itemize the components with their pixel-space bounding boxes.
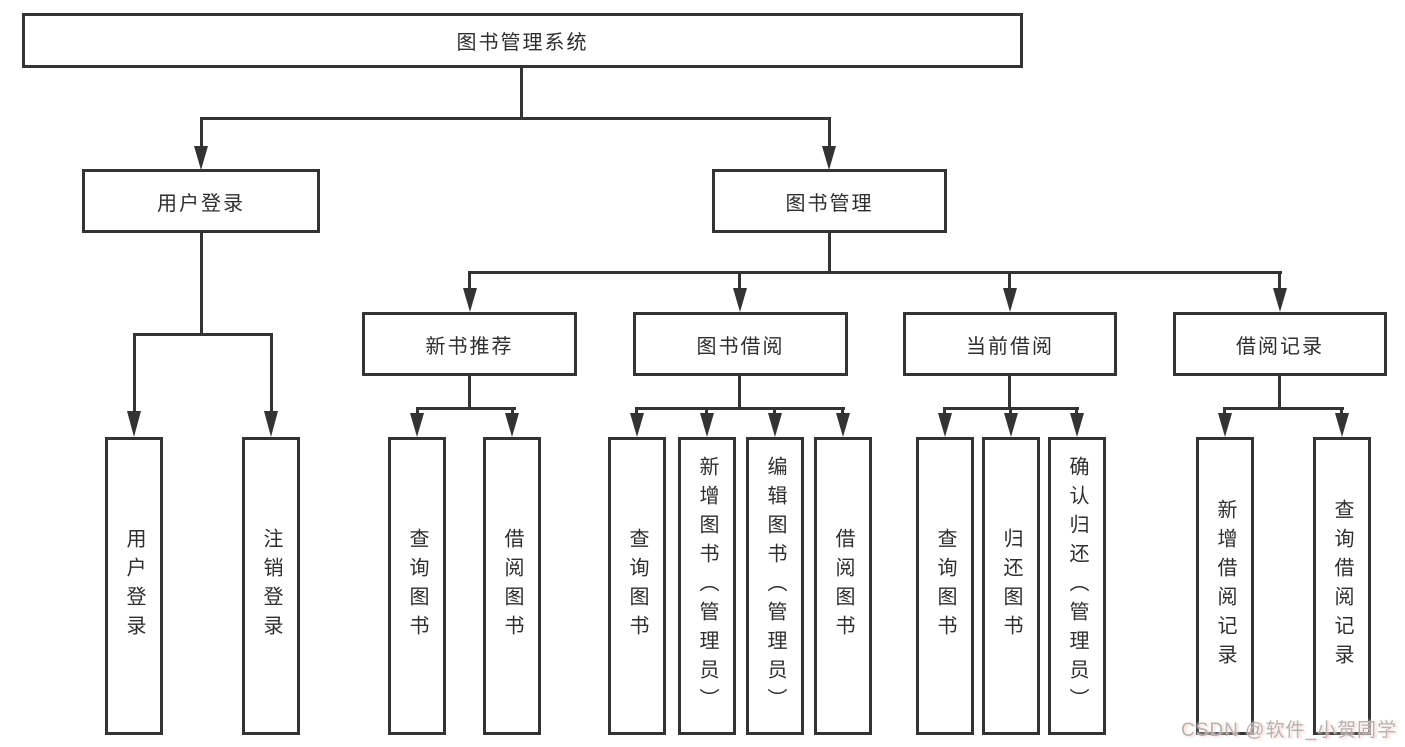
arrowhead-down-icon xyxy=(836,413,850,437)
connector-borrow-records-hline xyxy=(1224,407,1344,410)
node-leaf-query-borrow-record: 查询借阅记录 xyxy=(1313,437,1371,735)
node-leaf-add-borrow-record: 新增借阅记录 xyxy=(1196,437,1254,735)
node-label: 图书管理系统 xyxy=(456,32,589,54)
node-label: 借阅记录 xyxy=(1236,335,1324,358)
connector-book-mgmt-drop-2 xyxy=(738,271,741,290)
node-label: 查询借阅记录 xyxy=(1331,499,1353,673)
arrowhead-down-icon xyxy=(768,413,782,437)
node-label: 查询图书 xyxy=(626,528,648,644)
connector-new-book-rec-drop-1 xyxy=(416,407,419,416)
connector-borrow-records-drop-2 xyxy=(1340,407,1343,416)
node-leaf-query-books: 查询图书 xyxy=(916,437,974,735)
node-label: 图书借阅 xyxy=(696,335,785,358)
connector-current-borrow-stub xyxy=(1008,376,1011,410)
node-label: 用户登录 xyxy=(157,192,245,215)
node-label: 借阅图书 xyxy=(501,528,523,644)
node-leaf-edit-books-admin: 编辑图书（管理员） xyxy=(746,437,804,735)
node-label: 当前借阅 xyxy=(966,335,1054,358)
arrowhead-down-icon xyxy=(700,413,714,437)
connector-book-borrow-drop-2 xyxy=(705,407,708,416)
node-leaf-logout: 注销登录 xyxy=(242,437,300,735)
node-label: 用户登录 xyxy=(123,528,145,644)
connector-user-login-drop-left xyxy=(133,333,136,413)
node-label: 图书管理 xyxy=(785,192,874,215)
arrowhead-down-icon xyxy=(1003,288,1017,312)
connector-root-hline xyxy=(200,117,831,120)
connector-borrow-records-drop-1 xyxy=(1223,407,1226,416)
node-user-login: 用户登录 xyxy=(82,169,320,233)
arrowhead-down-icon xyxy=(194,146,208,170)
node-label: 借阅图书 xyxy=(832,528,854,644)
arrowhead-down-icon xyxy=(410,413,424,437)
node-book-borrowing: 图书借阅 xyxy=(633,312,848,376)
node-leaf-return-books: 归还图书 xyxy=(982,437,1040,735)
connector-book-mgmt-drop-1 xyxy=(468,271,471,290)
arrowhead-down-icon xyxy=(822,146,836,170)
node-leaf-query-books: 查询图书 xyxy=(608,437,666,735)
arrowhead-down-icon xyxy=(1004,413,1018,437)
connector-book-mgmt-stub xyxy=(828,233,831,274)
node-leaf-confirm-return-admin: 确认归还（管理员） xyxy=(1048,437,1106,735)
connector-user-login-stub xyxy=(200,233,203,335)
arrowhead-down-icon xyxy=(630,413,644,437)
connector-book-mgmt-drop-3 xyxy=(1008,271,1011,290)
node-label: 编辑图书（管理员） xyxy=(764,455,786,717)
node-label: 新书推荐 xyxy=(425,335,514,358)
node-new-book-recommendation: 新书推荐 xyxy=(362,312,577,376)
connector-new-book-rec-hline xyxy=(416,407,516,410)
connector-book-borrow-stub xyxy=(738,376,741,410)
arrowhead-down-icon xyxy=(463,288,477,312)
connector-root-drop-left xyxy=(200,117,203,148)
arrowhead-down-icon xyxy=(264,411,278,437)
arrowhead-down-icon xyxy=(1335,413,1349,437)
node-library-management-system: 图书管理系统 xyxy=(22,13,1023,68)
connector-book-borrow-drop-3 xyxy=(773,407,776,416)
arrowhead-down-icon xyxy=(505,413,519,437)
connector-new-book-rec-drop-2 xyxy=(511,407,514,416)
connector-user-login-drop-right xyxy=(270,333,273,413)
node-leaf-add-books-admin: 新增图书（管理员） xyxy=(678,437,736,735)
connector-book-mgmt-hline xyxy=(469,271,1282,274)
connector-root-drop-right xyxy=(828,117,831,148)
connector-book-borrow-hline xyxy=(636,407,845,410)
node-book-management: 图书管理 xyxy=(712,169,947,233)
node-label: 新增借阅记录 xyxy=(1214,499,1236,673)
arrowhead-down-icon xyxy=(1218,413,1232,437)
node-label: 查询图书 xyxy=(934,528,956,644)
connector-root-stub xyxy=(520,68,523,120)
node-label: 确认归还（管理员） xyxy=(1066,455,1088,717)
connector-new-book-rec-stub xyxy=(468,376,471,410)
connector-borrow-records-stub xyxy=(1278,376,1281,410)
csdn-watermark: CSDN @软件_小贺同学 xyxy=(1181,720,1397,741)
node-label: 新增图书（管理员） xyxy=(696,455,718,717)
connector-book-mgmt-drop-4 xyxy=(1278,271,1281,290)
arrowhead-down-icon xyxy=(1070,413,1084,437)
arrowhead-down-icon xyxy=(938,413,952,437)
node-borrowing-records: 借阅记录 xyxy=(1173,312,1387,376)
connector-current-borrow-drop-2 xyxy=(1009,407,1012,416)
node-leaf-borrow-books: 借阅图书 xyxy=(814,437,872,735)
node-leaf-borrow-books: 借阅图书 xyxy=(483,437,541,735)
arrowhead-down-icon xyxy=(733,288,747,312)
node-leaf-query-books: 查询图书 xyxy=(388,437,446,735)
connector-current-borrow-drop-1 xyxy=(943,407,946,416)
node-label: 注销登录 xyxy=(260,528,282,644)
node-leaf-user-login: 用户登录 xyxy=(105,437,163,735)
connector-current-borrow-drop-3 xyxy=(1075,407,1078,416)
connector-user-login-hline xyxy=(133,333,273,336)
arrowhead-down-icon xyxy=(1273,288,1287,312)
node-current-borrowing: 当前借阅 xyxy=(903,312,1117,376)
connector-book-borrow-drop-1 xyxy=(635,407,638,416)
node-label: 归还图书 xyxy=(1000,528,1022,644)
node-label: 查询图书 xyxy=(406,528,428,644)
connector-book-borrow-drop-4 xyxy=(841,407,844,416)
arrowhead-down-icon xyxy=(127,411,141,437)
